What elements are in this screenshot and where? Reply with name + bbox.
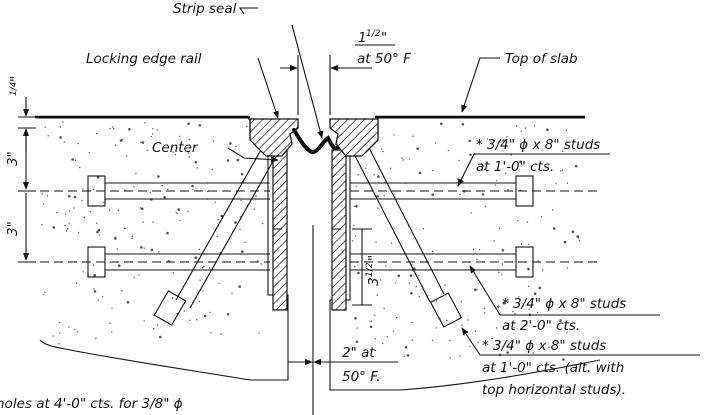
- studs-top-line-2: at 1'-0" cts.: [476, 159, 554, 175]
- horizontal-stud-upper-left: [40, 175, 270, 207]
- right-concrete-slab: [329, 117, 601, 391]
- svg-text:": ": [8, 76, 24, 82]
- svg-text:at 50° F: at 50° F: [357, 51, 411, 67]
- locking-edge-rail-left: [249, 118, 299, 157]
- bottom-note: holes at 4'-0" cts. for 3/8" ϕ: [0, 396, 183, 412]
- svg-text:": ": [366, 255, 382, 261]
- left-plate: [272, 149, 288, 311]
- dimension-3-upper: 3": [5, 151, 21, 166]
- strip-seal: [292, 128, 339, 154]
- right-plate: [331, 149, 347, 311]
- inclined-stud-right: [351, 141, 463, 328]
- svg-text:1/2: 1/2: [365, 262, 375, 277]
- inclined-stud-left: [153, 147, 277, 326]
- studs-low-line-2: at 1'-0" cts. (alt. with: [482, 360, 624, 376]
- gap-bottom-line-2: 50° F.: [342, 369, 381, 385]
- gap-bottom-line-1: 2" at: [342, 345, 375, 361]
- gap-top-dimension: 1 1/2 " at 50° F: [355, 29, 411, 67]
- left-concrete-slab: [38, 117, 289, 381]
- locking-edge-rail-right: [329, 118, 379, 157]
- top-of-slab-label: Top of slab: [505, 51, 578, 67]
- svg-text:3: 3: [366, 277, 382, 286]
- studs-top-line-1: * 3/4" ϕ x 8" studs: [476, 137, 600, 153]
- dimension-3-lower: 3": [5, 221, 21, 236]
- studs-low-line-1: * 3/4" ϕ x 8" studs: [482, 338, 606, 354]
- strip-seal-label: Strip seal: [173, 1, 237, 17]
- plate-depth-dimension: 3 1/2 ": [365, 255, 382, 286]
- svg-text:1/2: 1/2: [366, 29, 381, 39]
- horizontal-stud-upper-right: [350, 175, 600, 207]
- locking-edge-rail-label: Locking edge rail: [86, 51, 202, 67]
- horizontal-stud-lower-right: [350, 246, 600, 278]
- center-label: Center: [152, 140, 199, 156]
- svg-text:1: 1: [358, 30, 367, 46]
- svg-text:": ": [381, 30, 387, 46]
- studs-mid-line-1: * 3/4" ϕ x 8" studs: [502, 296, 626, 312]
- svg-text:1/4: 1/4: [9, 81, 19, 96]
- studs-low-line-3: top horizontal studs).: [482, 382, 626, 398]
- slab-depth-quarter-dimension: 1/4 ": [8, 76, 24, 96]
- horizontal-stud-lower-left: [40, 246, 270, 278]
- studs-mid-line-2: at 2'-0" cts.: [502, 318, 580, 334]
